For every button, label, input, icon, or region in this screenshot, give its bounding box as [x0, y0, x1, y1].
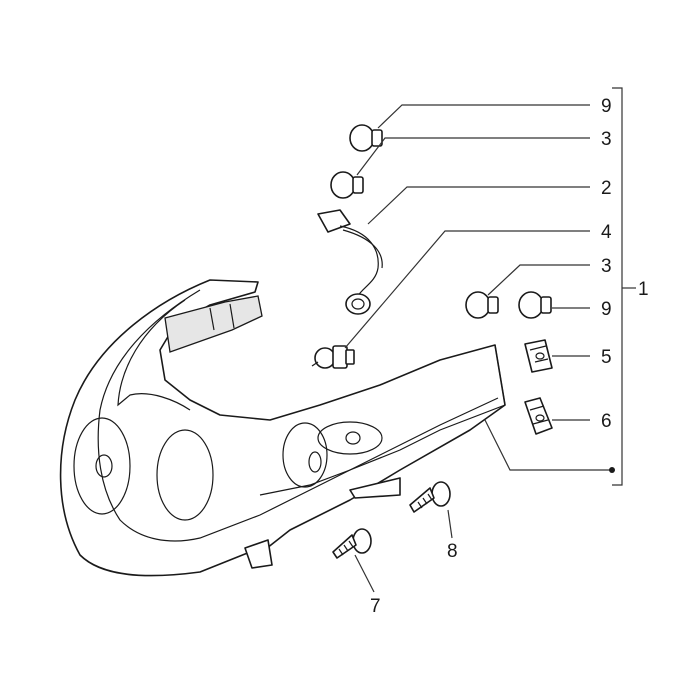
callout-2: 2 — [601, 178, 612, 199]
clip-6 — [524, 397, 553, 435]
wiring-harness — [317, 209, 383, 315]
callout-7: 7 — [370, 596, 381, 617]
callout-6: 6 — [601, 411, 612, 432]
callout-4: 4 — [601, 222, 612, 243]
bulb-3-mid — [465, 291, 499, 319]
clip-5 — [524, 339, 553, 373]
callout-3-mid: 3 — [601, 256, 612, 277]
screw-7 — [332, 528, 372, 559]
headlamp-bulb — [311, 345, 355, 369]
leader-lines — [344, 87, 636, 593]
bulb-3-top — [330, 171, 364, 199]
callout-9-mid: 9 — [601, 299, 612, 320]
bulb-9-top — [349, 124, 383, 152]
callout-5: 5 — [601, 347, 612, 368]
callout-9-top: 9 — [601, 96, 612, 117]
screw-8 — [409, 481, 451, 513]
callout-3-top: 3 — [601, 129, 612, 150]
bulb-9-mid — [518, 291, 552, 319]
callout-8: 8 — [447, 541, 458, 562]
headlight-housing — [59, 279, 506, 577]
callout-1: 1 — [638, 279, 649, 300]
housing-dot-marker — [609, 467, 615, 473]
